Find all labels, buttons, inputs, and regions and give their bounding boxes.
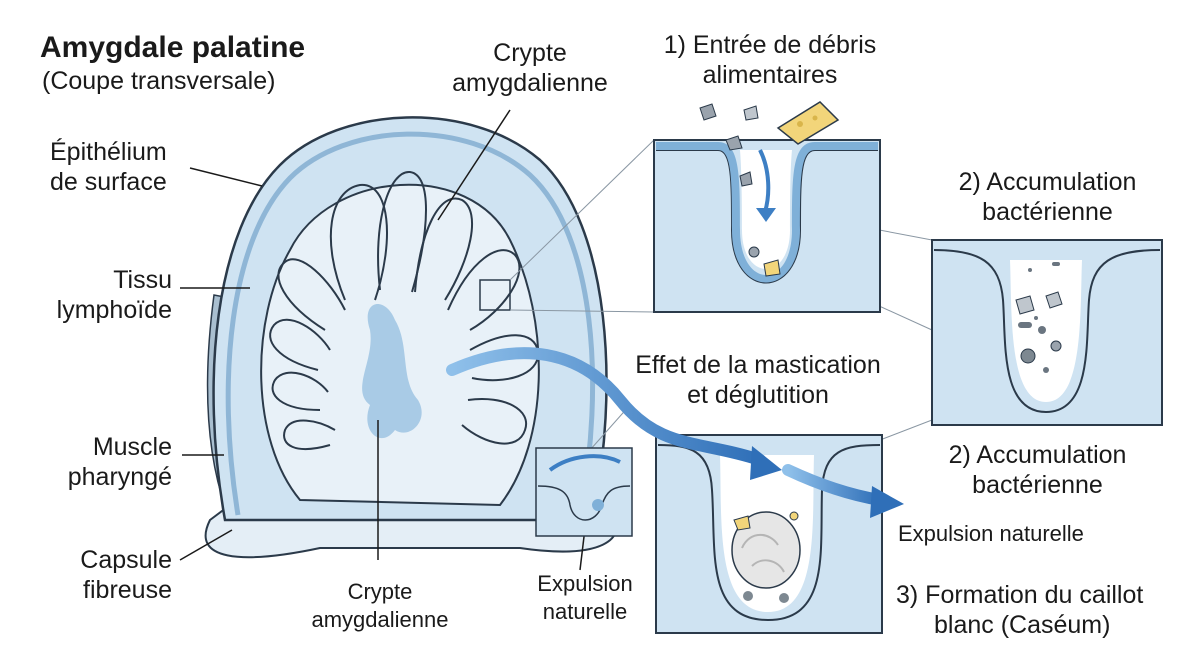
step2-bottom-line2: bactérienne <box>972 471 1103 499</box>
step1-label: 1) Entrée de débris alimentaires <box>650 30 890 90</box>
diagram-title: Amygdale palatine <box>40 31 306 64</box>
crypt-lumen <box>362 303 422 439</box>
step3-label: 3) Formation du caillot blanc (Caséum) <box>896 580 1143 640</box>
diagram-subtitle: (Coupe transversale) <box>42 67 276 95</box>
zoom-box <box>479 279 511 311</box>
mastication-arrow <box>446 347 766 466</box>
label-muscle-line1: Muscle <box>92 433 172 461</box>
label-crypte-top-line1: Crypte <box>493 39 567 67</box>
step3-line2: blanc (Caséum) <box>934 611 1111 639</box>
label-crypte-top-line2: amygdalienne <box>452 69 608 97</box>
label-capsule: Capsule fibreuse <box>40 545 172 605</box>
label-muscle: Muscle pharyngé <box>40 432 172 492</box>
label-muscle-line2: pharyngé <box>67 463 172 491</box>
step3-line1: 3) Formation du caillot <box>896 581 1144 609</box>
mastication-line2: et déglutition <box>687 381 829 409</box>
expulsion-arrow <box>782 464 886 506</box>
step2-top-line1: 2) Accumulation <box>958 168 1137 196</box>
label-tissu: Tissu lymphoïde <box>40 265 172 325</box>
expulsion-right-label: Expulsion naturelle <box>898 521 1084 546</box>
surface-epithelium <box>225 131 596 516</box>
step2-label-top: 2) Accumulation bactérienne <box>925 167 1170 227</box>
tonsil-cross-section <box>204 116 618 559</box>
label-crypte-bottom-line1: Crypte <box>347 579 413 604</box>
flow-arrows <box>446 347 904 518</box>
label-expulsion-small: Expulsion naturelle <box>510 570 660 626</box>
step2-bottom-line1: 2) Accumulation <box>948 441 1127 469</box>
small-inset <box>535 447 633 537</box>
step2-label-bottom: 2) Accumulation bactérienne <box>915 440 1160 500</box>
label-crypte-bottom: Crypte amygdalienne <box>290 578 470 634</box>
label-capsule-line2: fibreuse <box>83 576 172 604</box>
label-epithelium-line1: Épithélium <box>50 138 167 166</box>
label-capsule-line1: Capsule <box>80 546 172 574</box>
step1-line1: 1) Entrée de débris <box>663 31 877 59</box>
label-tissu-line2: lymphoïde <box>56 296 172 324</box>
mastication-line1: Effet de la mastication <box>635 351 881 379</box>
step2-top-line2: bactérienne <box>982 198 1113 226</box>
mastication-label: Effet de la mastication et déglutition <box>608 350 908 410</box>
label-crypte-top: Crypte amygdalienne <box>430 38 630 98</box>
label-tissu-line1: Tissu <box>113 266 172 294</box>
panel-step1 <box>653 101 881 313</box>
panel-step2 <box>931 239 1163 426</box>
label-expulsion-small-line1: Expulsion <box>537 571 633 596</box>
label-epithelium: Épithélium de surface <box>50 137 167 197</box>
label-crypte-bottom-line2: amygdalienne <box>311 607 449 632</box>
step1-line2: alimentaires <box>702 61 838 89</box>
label-expulsion-small-line2: naturelle <box>542 599 628 624</box>
label-epithelium-line2: de surface <box>50 168 167 196</box>
